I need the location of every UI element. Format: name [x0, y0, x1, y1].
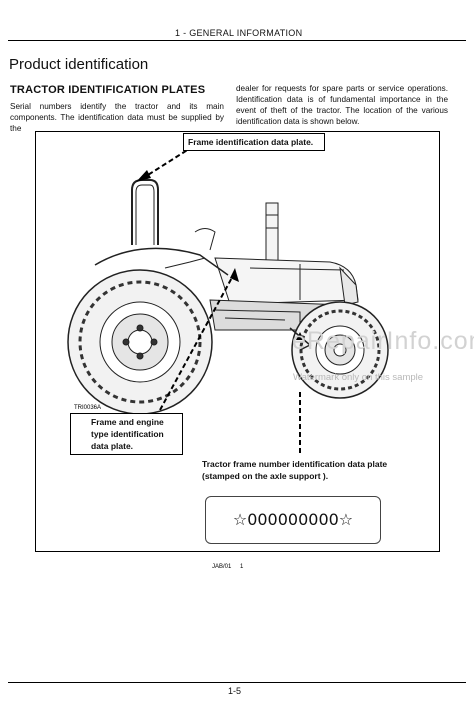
watermark-note: Watermark only on this sample — [293, 372, 424, 383]
callout-frame-number: Tractor frame number identification data… — [198, 456, 392, 484]
page-number: 1-5 — [228, 686, 242, 696]
page-title: Product identification — [9, 56, 149, 73]
figure-code-plate: JAB/01 — [212, 564, 232, 570]
callout-engine-plate: Frame and engine type identification dat… — [70, 413, 183, 455]
identification-plate: ☆000000000☆ — [205, 496, 381, 544]
header-rule — [8, 40, 466, 41]
figure-code-main: TRI0036A — [74, 405, 101, 411]
figure-frame — [35, 131, 440, 552]
plate-number: ☆000000000☆ — [232, 510, 354, 529]
running-header: 1 - GENERAL INFORMATION — [175, 28, 303, 38]
callout-frame-plate: Frame identification data plate. — [183, 133, 325, 151]
section-subtitle: TRACTOR IDENTIFICATION PLATES — [10, 84, 206, 96]
figure-ref-plate: 1 — [240, 564, 244, 570]
body-paragraph-col2: dealer for requests for spare parts or s… — [236, 84, 448, 126]
watermark-site: eRepairInfo.com — [292, 327, 474, 355]
footer-rule — [8, 682, 466, 683]
body-paragraph-col1: Serial numbers identify the tractor and … — [10, 102, 224, 133]
